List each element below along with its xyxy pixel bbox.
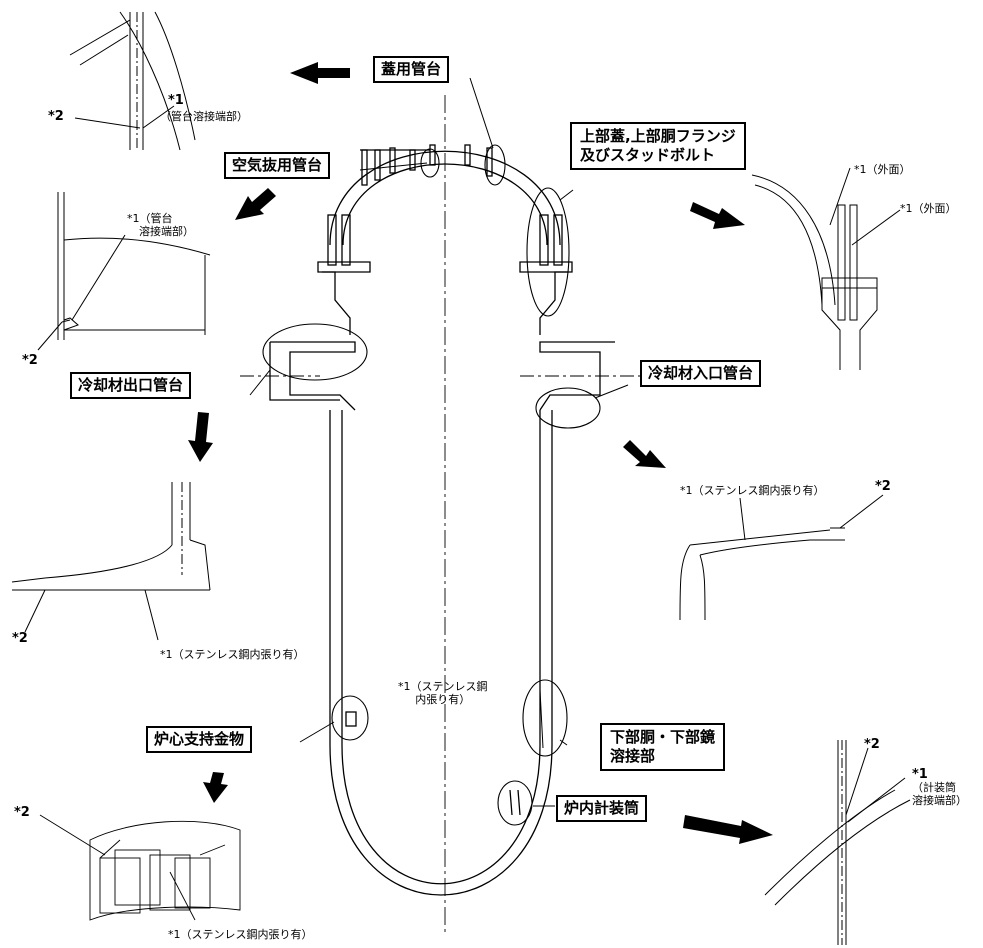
ann-support-star2: *2 [14,805,30,820]
ann-outlet-star2: *2 [12,631,28,646]
ann-head-star1b: *1（外面） [900,202,957,215]
label-upper-head-line1: 上部蓋,上部胴フランジ [580,127,736,145]
detail-outlet [11,482,211,641]
label-incore-tube: 炉内計装筒 [556,795,648,822]
ann-head-star1a: *1（外面） [854,163,911,176]
ann-inlet-star1: *1（ステンレス鋼内張り有） [680,484,825,497]
label-core-support: 炉心支持金物 [146,726,253,753]
label-lower-weld-line1: 下部胴・下部鏡 [610,728,716,746]
label-outlet-nozzle: 冷却材出口管台 [70,372,192,399]
highlight-ellipses [262,144,601,826]
vessel-body [240,95,640,935]
detail-upper-head [751,167,901,370]
label-inlet-nozzle: 冷却材入口管台 [640,360,762,387]
detail-inlet [679,494,884,621]
label-lower-weld: 下部胴・下部鏡 溶接部 [600,723,726,771]
arrows [188,62,773,844]
ann-lower-star1: *1（ステンレス鋼 内張り有） [398,680,488,706]
ann-vent-star1: *1（管台 溶接端部） [127,212,194,238]
ann-lid-star2: *2 [48,109,64,124]
detail-lid-nozzle [69,11,196,151]
leader-lines [249,77,629,807]
ann-outlet-star1: *1（ステンレス鋼内張り有） [160,648,305,661]
ann-tube-star2: *2 [864,737,880,752]
ann-lid-star1: *1 [168,93,184,108]
ann-support-star1: *1（ステンレス鋼内張り有） [168,928,313,941]
detail-core-support [39,814,241,921]
label-lower-weld-line2: 溶接部 [610,747,656,765]
label-air-vent-nozzle: 空気抜用管台 [224,152,331,179]
label-upper-head: 上部蓋,上部胴フランジ 及びスタッドボルト [570,122,746,170]
detail-incore-tube [764,740,911,945]
detail-air-vent [37,192,211,351]
ann-tube-star1: *1 （計装筒 溶接端部） [912,767,967,807]
ann-inlet-star2: *2 [875,479,891,494]
ann-lid-star1-text: （管台溶接端部） [160,110,248,123]
ann-vent-star2: *2 [22,353,38,368]
label-lid-nozzle: 蓋用管台 [373,56,450,83]
label-upper-head-line2: 及びスタッドボルト [580,146,716,164]
